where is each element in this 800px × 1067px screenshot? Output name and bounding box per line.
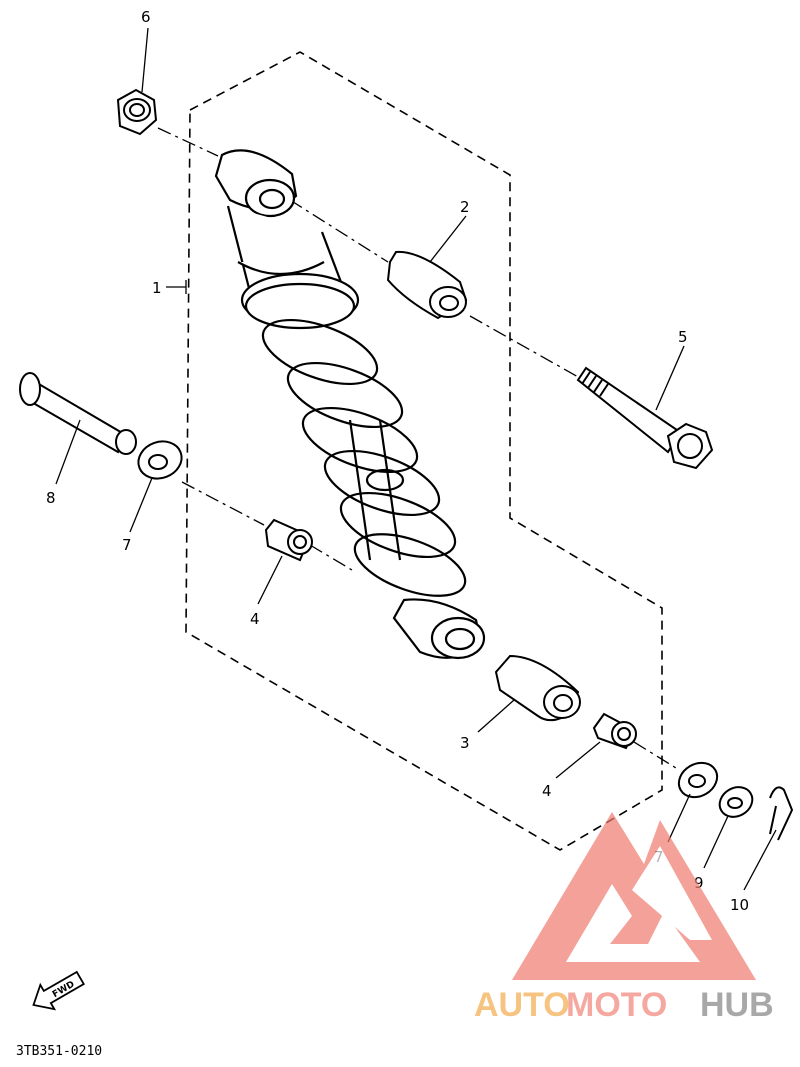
callout-4-lower: 4 — [542, 782, 552, 800]
bushing-part-4-lower — [592, 712, 637, 750]
washer-part-7-left — [137, 440, 183, 480]
bushing-part-4-upper — [264, 518, 313, 562]
callout-6: 6 — [141, 8, 151, 26]
pin-part-8 — [19, 372, 137, 455]
callout-2: 2 — [460, 198, 470, 216]
watermark-word-hub: HUB — [700, 986, 774, 1024]
fwd-arrow-icon: FWD — [32, 970, 85, 1011]
leader-lines — [55, 27, 777, 891]
callout-7-left: 7 — [122, 536, 132, 554]
nut-part-6 — [116, 88, 158, 136]
axis-lines — [157, 127, 677, 769]
washer-part-9 — [718, 786, 754, 818]
callout-4-upper: 4 — [250, 610, 260, 628]
collar-part-2 — [386, 250, 468, 320]
bolt-part-5 — [576, 366, 714, 470]
collar-part-3 — [494, 654, 581, 722]
callout-10: 10 — [730, 896, 749, 914]
watermark-word-moto: MOTO — [566, 986, 667, 1024]
part-code: 3TB351-0210 — [16, 1044, 102, 1059]
callout-9: 9 — [694, 874, 704, 892]
washer-part-7-right — [677, 761, 719, 799]
callout-1: 1 — [152, 279, 162, 297]
automotohub-wordmark: AUTO MOTO HUB — [474, 986, 774, 1024]
assembly-boundary — [185, 51, 663, 851]
automotohub-logo-icon — [512, 812, 756, 980]
callout-5: 5 — [678, 328, 688, 346]
cotter-pin-part-10 — [769, 786, 794, 841]
callout-8: 8 — [46, 489, 56, 507]
watermark-word-auto: AUTO — [474, 986, 570, 1024]
shock-absorber-part-1 — [214, 149, 486, 660]
callout-3: 3 — [460, 734, 470, 752]
